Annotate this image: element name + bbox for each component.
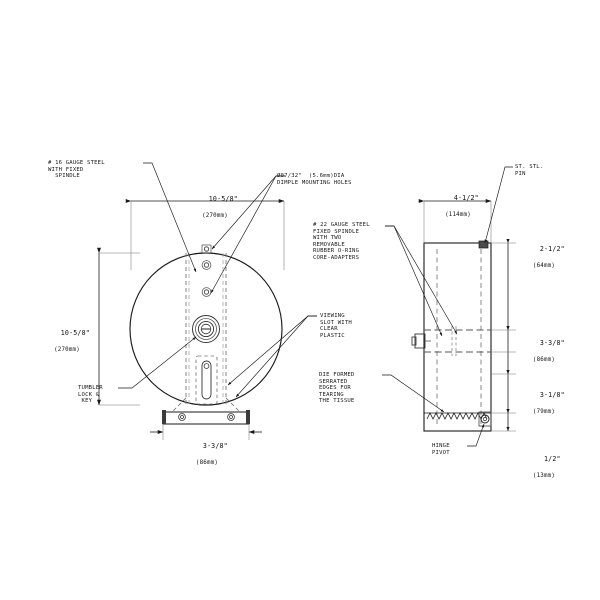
dimtext-lower-segment: 3-1/8" (79mm) xyxy=(515,383,573,432)
dimtext-middle-segment-value: 3-3/8" xyxy=(539,339,565,348)
side-body-outline xyxy=(423,242,492,432)
viewing-slot-front xyxy=(195,355,218,405)
dimtext-overall-width-metric: (270mm) xyxy=(202,212,228,219)
leader-spindle-2 xyxy=(385,225,443,337)
dimtext-bottom-segment: 1/2" (13mm) xyxy=(515,447,573,496)
label-viewing-slot: VIEWING SLOT WITH CLEAR PLASTIC xyxy=(320,313,352,339)
dimtext-middle-segment-metric: (86mm) xyxy=(532,356,556,363)
leader-serrated xyxy=(382,374,445,413)
dimtext-bottom-segment-value: 1/2" xyxy=(544,455,561,464)
leader-hinge-pivot xyxy=(467,423,485,447)
label-dimple-mounting-holes: Ø07/32" (5.6mm)DIA DIMPLE MOUNTING HOLES xyxy=(277,173,352,186)
dimtext-bracket-width-value: 3-3/8" xyxy=(202,442,228,451)
label-fixed-spindle-core-adapters: # 22 GAUGE STEEL FIXED SPINDLE WITH TWO … xyxy=(313,222,370,261)
side-view-group xyxy=(411,240,492,432)
dimtext-upper-segment-metric: (64mm) xyxy=(532,262,556,269)
dimtext-lower-segment-value: 3-1/8" xyxy=(539,391,565,400)
dimension-lines-group xyxy=(97,199,516,440)
tumbler-lock-cylinder xyxy=(192,315,220,343)
dimtext-depth: 4-1/2" (114mm) xyxy=(427,186,489,235)
leader-gauge-steel xyxy=(143,162,197,273)
label-stainless-steel-pin: ST. STL. PIN xyxy=(515,164,544,177)
label-hinge-pivot: HINGE PIVOT xyxy=(432,443,450,456)
leader-tumbler-lock xyxy=(118,336,197,389)
dimtext-overall-height-value: 10-5/8" xyxy=(60,329,90,338)
label-tumbler-lock-key: TUMBLER LOCK & KEY xyxy=(78,385,103,405)
dimtext-upper-segment: 2-1/2" (64mm) xyxy=(515,237,573,286)
serrated-tearing-edge xyxy=(424,412,491,420)
hinge-pivot-detail xyxy=(478,411,492,427)
leader-viewing-slot-1 xyxy=(227,315,317,386)
dimtext-depth-metric: (114mm) xyxy=(445,211,471,218)
hidden-splay-right xyxy=(225,397,241,413)
hidden-splay-left xyxy=(171,397,187,413)
front-view-group xyxy=(129,244,283,425)
leader-viewing-slot-2 xyxy=(235,315,317,398)
leader-dimple-2 xyxy=(210,175,285,294)
dimtext-overall-height: 10-5/8" (270mm) xyxy=(36,321,98,370)
dimtext-overall-width: 10-5/8" (270mm) xyxy=(184,187,246,236)
leader-pin xyxy=(484,166,513,244)
bottom-mounting-bracket xyxy=(162,410,250,425)
leader-lines-group xyxy=(118,162,513,447)
side-tumbler-lock xyxy=(411,333,431,349)
dimtext-lower-segment-metric: (79mm) xyxy=(532,408,556,415)
dimtext-depth-value: 4-1/2" xyxy=(453,194,479,203)
dimtext-bracket-width: 3-3/8" (86mm) xyxy=(176,434,238,483)
dimtext-upper-segment-value: 2-1/2" xyxy=(539,245,565,254)
dimtext-overall-width-value: 10-5/8" xyxy=(208,195,238,204)
dimtext-overall-height-metric: (270mm) xyxy=(54,346,80,353)
dimtext-bracket-width-metric: (86mm) xyxy=(195,459,219,466)
dimple-hole-mid xyxy=(201,287,212,297)
dimtext-middle-segment: 3-3/8" (86mm) xyxy=(515,331,573,380)
dimple-hole-top-1 xyxy=(201,244,212,254)
bracket-hole-left xyxy=(178,413,186,421)
label-die-formed-serrated: DIE FORMED SERRATED EDGES FOR TEARING TH… xyxy=(319,372,355,405)
bracket-hole-right xyxy=(227,413,235,421)
dimtext-bottom-segment-metric: (13mm) xyxy=(532,472,556,479)
leader-spindle-1 xyxy=(385,225,458,335)
dimple-hole-top-2 xyxy=(201,260,212,270)
label-gauge-steel-spindle: # 16 GAUGE STEEL WITH FIXED SPINDLE xyxy=(48,160,105,180)
stainless-steel-pin-side xyxy=(478,240,489,249)
